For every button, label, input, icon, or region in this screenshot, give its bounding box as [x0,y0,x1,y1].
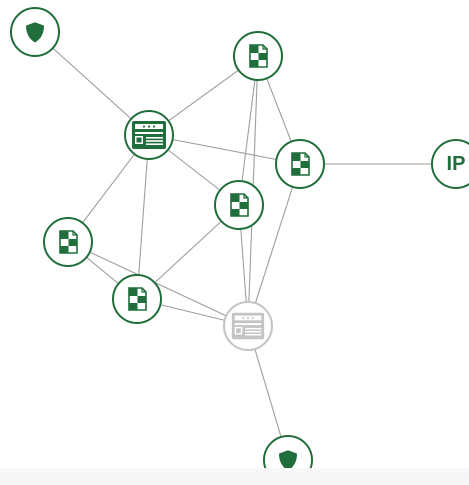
checker-file-icon [128,287,147,311]
checker-file-icon [291,152,310,176]
edges-layer [34,31,456,461]
bottom-strip [0,468,469,485]
node-file-right[interactable] [275,139,325,189]
server-icon [231,312,265,340]
node-ip-node[interactable]: IP [431,139,469,189]
edge-file-left-to-server-faded [67,241,249,327]
edge-file-right-to-server-faded [247,163,301,327]
node-ring [431,139,469,189]
checker-file-icon [249,44,268,68]
nodes-layer: IP [10,7,469,485]
node-shield-top-left[interactable] [10,7,60,57]
edge-server-main-to-file-lower-left [136,134,150,300]
node-file-lower-left[interactable] [112,274,162,324]
server-icon [132,121,166,149]
checker-file-icon [59,230,78,254]
node-file-left[interactable] [43,217,93,267]
node-file-center[interactable] [214,180,264,230]
edge-shield-top-left-to-server-main [34,31,150,136]
edge-server-main-to-file-right [148,134,301,165]
node-server-main[interactable] [124,110,174,160]
node-server-faded[interactable] [223,301,273,351]
node-file-top[interactable] [233,31,283,81]
edge-file-top-to-file-center [238,55,259,206]
checker-file-icon [230,193,249,217]
ip-label: IP [447,153,466,175]
